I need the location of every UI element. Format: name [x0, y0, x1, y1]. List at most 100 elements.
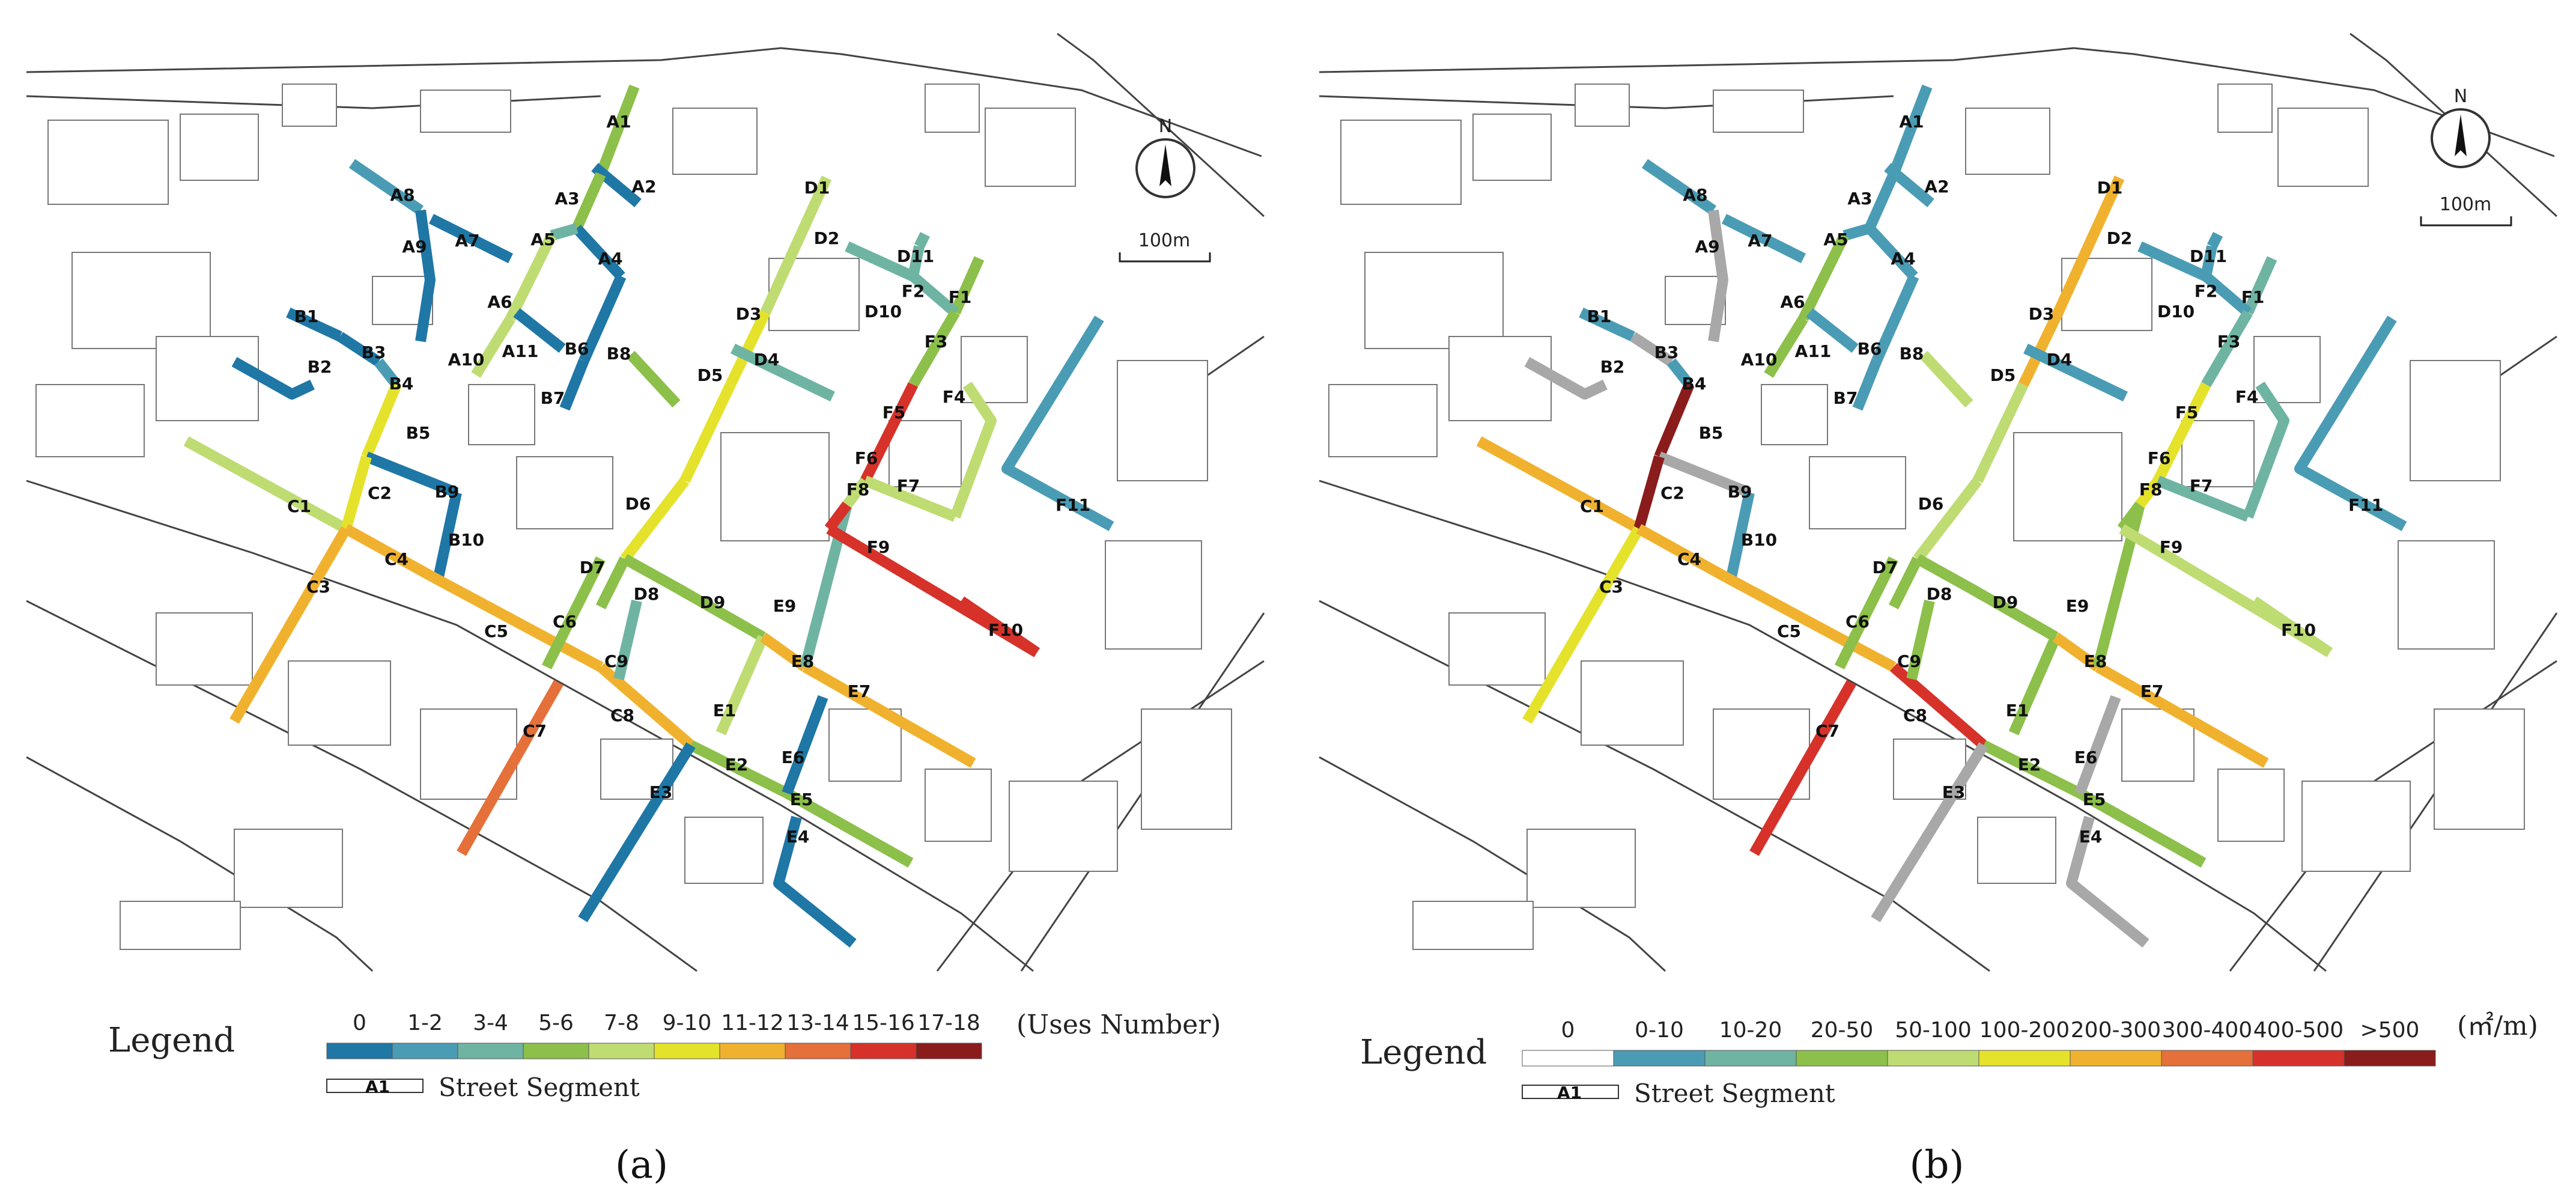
building-outline — [925, 84, 980, 133]
segment-label-C1: C1 — [287, 496, 311, 516]
building-outline — [2217, 84, 2273, 133]
street-segment-B10 — [433, 492, 462, 578]
legend-tick-label: 5-6 — [538, 1011, 574, 1035]
segment-label-D9: D9 — [700, 592, 726, 612]
legend-tick-label: 50-100 — [1895, 1018, 1972, 1043]
building-outline — [180, 114, 259, 181]
street-segment-D4 — [731, 343, 835, 402]
segment-label-C3: C3 — [1599, 577, 1623, 597]
segment-label-D3: D3 — [736, 304, 762, 324]
segment-label-D7: D7 — [1873, 558, 1898, 577]
segment-label-E6: E6 — [2074, 748, 2098, 767]
street-segment-C5 — [1722, 572, 1897, 672]
segment-label-A4: A4 — [598, 249, 622, 269]
street-segment-D10 — [908, 245, 925, 278]
street-segment-C4 — [343, 524, 436, 582]
street-segment-A5 — [1842, 223, 1871, 241]
segment-label-A6: A6 — [1780, 292, 1805, 312]
street-segment-E1 — [2008, 635, 2061, 736]
street-segment-D2 — [845, 241, 916, 282]
street-segment-F5 — [2152, 382, 2211, 484]
base-map-a — [26, 32, 1265, 972]
building-outline — [120, 901, 241, 950]
street-segment-E6 — [2074, 695, 2121, 796]
street-segment-B3 — [1630, 332, 1674, 367]
segment-label-A5: A5 — [1823, 230, 1848, 249]
street-segment-B4 — [374, 358, 401, 388]
legend-tick-label: 100-200 — [1979, 1018, 2070, 1043]
street-segment-F5 — [860, 382, 919, 484]
scale-label-b: 100m — [2440, 194, 2491, 215]
segment-label-F6: F6 — [855, 448, 878, 468]
building-outline — [2398, 540, 2495, 650]
street-segment-E3 — [578, 742, 696, 922]
street-segment-E1 — [715, 635, 768, 736]
legend-swatch — [2344, 1050, 2436, 1067]
legend-tick-label: 300-400 — [2162, 1018, 2252, 1043]
segment-label-E3: E3 — [649, 782, 673, 802]
street-segment-C6 — [541, 556, 606, 670]
segment-key-label-a: A1 — [365, 1077, 390, 1097]
legend-units-b: (㎡/m) — [2457, 1011, 2538, 1041]
segment-label-E2: E2 — [725, 755, 749, 775]
street-segment-A5 — [550, 223, 579, 241]
segment-label-D2: D2 — [814, 228, 840, 248]
north-label-b: N — [2454, 86, 2467, 107]
legend-swatch — [2070, 1050, 2162, 1067]
street-segment-E7 — [2095, 662, 2269, 768]
street-segment-E5 — [2077, 788, 2207, 868]
legend-swatch — [785, 1043, 851, 1059]
street-segment-C8 — [597, 663, 694, 749]
street-segment-E6 — [782, 695, 828, 796]
building-outline — [720, 432, 830, 541]
segment-key-a: A1 Street Segment — [326, 1073, 640, 1102]
street-segment-B5 — [361, 382, 402, 459]
street-segment-D2 — [2137, 241, 2208, 282]
street-segment-A4 — [1865, 224, 1918, 281]
building-outline — [672, 108, 758, 175]
street-segment-C1 — [183, 436, 349, 534]
street-segment-E4 — [2066, 815, 2149, 948]
street-segment-F4 — [2243, 382, 2289, 519]
building-outline — [1526, 829, 1636, 908]
segment-label-F1: F1 — [949, 287, 972, 307]
segment-label-B1: B1 — [1587, 306, 1612, 326]
street-segment-C2 — [1633, 455, 1665, 531]
street-segment-D1 — [2053, 175, 2125, 315]
building-outline — [925, 769, 992, 842]
legend-swatch — [2161, 1050, 2253, 1067]
building-outline — [1117, 360, 1208, 481]
street-segment-B6 — [579, 274, 627, 363]
segment-label-C2: C2 — [368, 483, 392, 503]
building-outline — [71, 252, 211, 349]
street-segment-F1 — [950, 256, 985, 315]
segment-label-B7: B7 — [1833, 388, 1858, 408]
segment-label-F9: F9 — [2160, 537, 2183, 557]
segment-label-B5: B5 — [406, 423, 431, 443]
building-outline — [1340, 120, 1462, 205]
building-outline — [1581, 660, 1684, 746]
segment-label-C3: C3 — [306, 577, 330, 597]
legend-tick-label: 400-500 — [2253, 1018, 2344, 1043]
segment-label-E9: E9 — [2066, 596, 2089, 616]
street-segment-A4 — [573, 224, 625, 281]
segment-label-B9: B9 — [435, 482, 460, 502]
street-segment-E2 — [688, 740, 790, 799]
segment-label-A11: A11 — [1795, 341, 1832, 361]
street-segment-D5 — [1972, 382, 2029, 483]
street-segment-F4 — [950, 382, 997, 519]
legend-swatch — [654, 1043, 720, 1059]
street-segment-D6 — [620, 477, 690, 562]
legend-swatch — [719, 1043, 786, 1059]
street-segment-F1 — [2243, 256, 2277, 315]
building-outline — [1009, 781, 1118, 872]
segment-label-A9: A9 — [402, 237, 427, 257]
segment-label-F3: F3 — [925, 332, 948, 352]
street-segment-A2 — [591, 163, 642, 207]
street-segment-E8 — [2052, 632, 2101, 672]
street-segment-B7 — [1852, 358, 1882, 411]
segment-label-A7: A7 — [1748, 231, 1772, 251]
